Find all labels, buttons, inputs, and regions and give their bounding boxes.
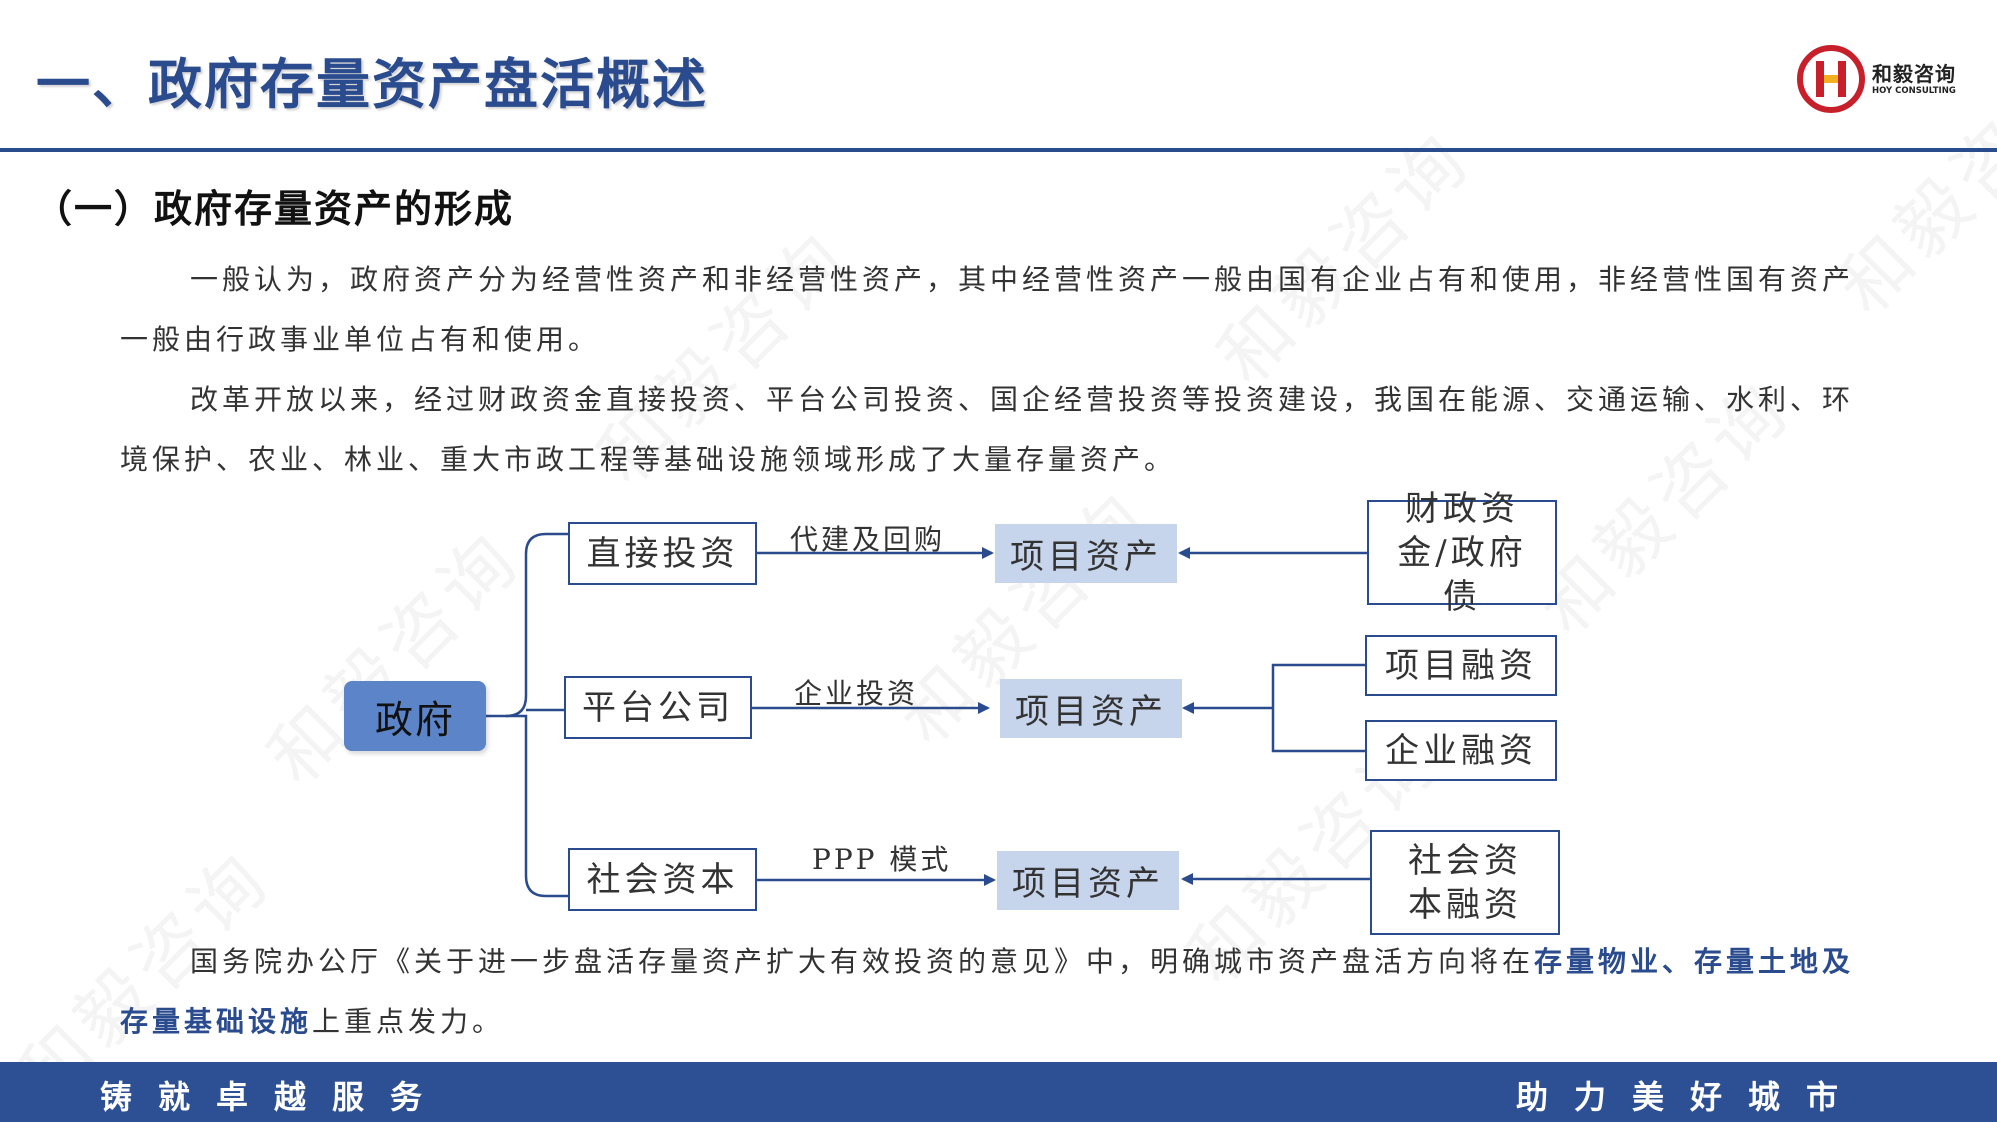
- logo-english-text: HOY CONSULTING: [1872, 86, 1956, 96]
- guidance-text: 国务院办公厅《关于进一步盘活存量资产扩大有效投资的意见》中，明确城市资产盘活方向…: [190, 945, 1535, 978]
- company-logo: 和毅咨询 HOY CONSULTING: [1796, 44, 1976, 116]
- source-platform-company: 平台公司: [564, 676, 752, 739]
- paragraph-asset-classification: 一般认为，政府资产分为经营性资产和非经营性资产，其中经营性资产一般由国有企业占有…: [120, 263, 1855, 356]
- header-divider: [0, 148, 1997, 152]
- logo-chinese-text: 和毅咨询: [1872, 62, 1956, 86]
- source-direct-investment: 直接投资: [568, 522, 757, 585]
- source-social-capital: 社会资本: [568, 848, 757, 911]
- highlight-land-infrastructure: 存量土地及存量基础设施: [120, 945, 1855, 1038]
- highlight-separator: 、: [1662, 945, 1695, 978]
- connector-root-to-direct: [486, 532, 568, 718]
- footer-bar: 铸就卓越服务 助力美好城市: [0, 1062, 1997, 1122]
- project-asset: 项目资产: [995, 524, 1177, 583]
- paragraph-asset-formation: 改革开放以来，经过财政资金直接投资、平台公司投资、国企经营投资等投资建设，我国在…: [120, 383, 1855, 476]
- label-ppp-mode: PPP 模式: [812, 843, 952, 876]
- project-asset: 项目资产: [997, 851, 1179, 910]
- funding-fiscal-gov-bonds: 财政资金/政府债: [1367, 489, 1557, 617]
- project-asset: 项目资产: [1000, 679, 1182, 738]
- funding-project-financing: 项目融资: [1365, 635, 1557, 696]
- diagram-connectors: [486, 532, 1370, 898]
- page-title: 一、政府存量资产盘活概述: [36, 53, 708, 116]
- root-government: 政府: [344, 681, 486, 751]
- label-construct-buyback: 代建及回购: [790, 523, 946, 556]
- funding-enterprise-financing: 企业融资: [1365, 720, 1557, 781]
- asset-formation-diagram: 政府 直接投资 平台公司 社会资本 代建及回购 企业投资 PPP 模式 项目资产…: [0, 480, 1997, 940]
- funding-social-capital-financing: 社会资本融资: [1370, 830, 1560, 935]
- highlight-existing-property: 存量物业: [1534, 945, 1663, 978]
- connector-root-to-social: [506, 714, 568, 898]
- logo-mark-icon: [1797, 45, 1865, 113]
- paragraph-state-council-guidance: 国务院办公厅《关于进一步盘活存量资产扩大有效投资的意见》中，明确城市资产盘活方向…: [120, 932, 1880, 1052]
- footer-slogan-right: 助力美好城市: [1516, 1078, 1865, 1116]
- bracket-platform-funding: [1271, 663, 1365, 753]
- footer-slogan-left: 铸就卓越服务: [100, 1078, 449, 1116]
- section-heading: （一）政府存量资产的形成: [34, 186, 515, 231]
- guidance-text-end: 上重点发力。: [312, 1005, 505, 1038]
- label-enterprise-investment: 企业投资: [794, 677, 919, 710]
